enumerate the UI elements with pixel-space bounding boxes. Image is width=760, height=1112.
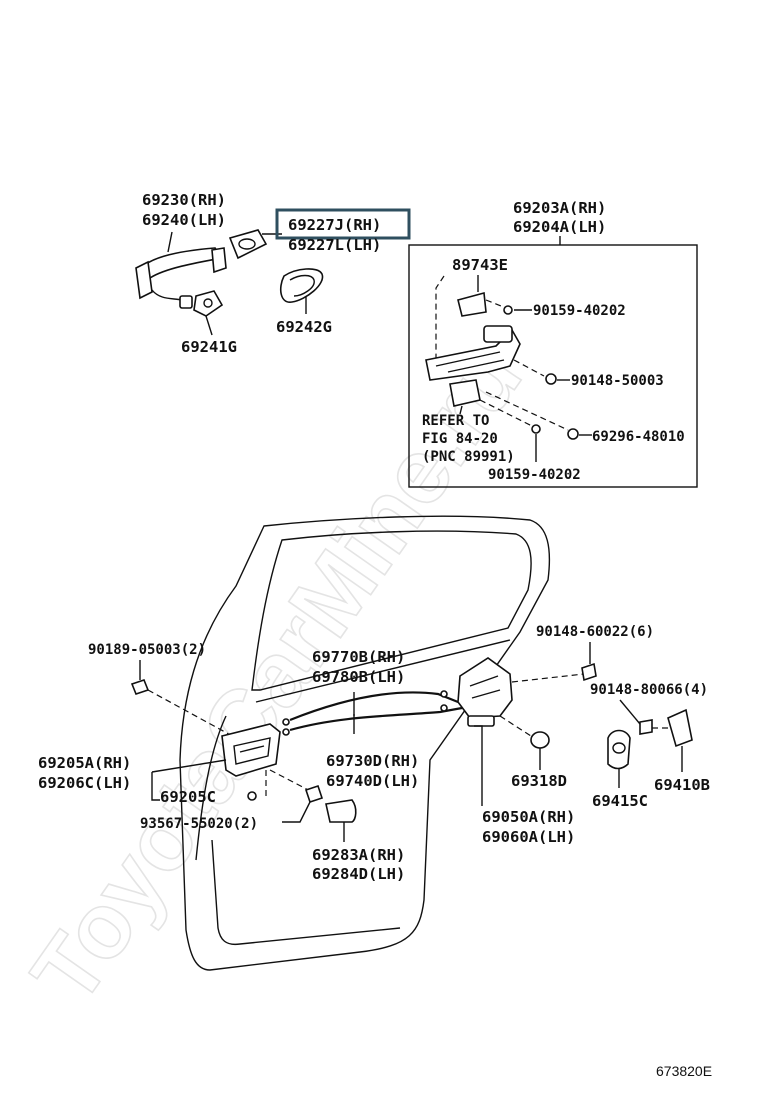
label-cap-318d: 69318D xyxy=(511,772,567,790)
cap-69318d[interactable] xyxy=(530,731,550,749)
label-inner-rh: 69205A(RH) xyxy=(38,754,131,772)
label-cable2-lh: 69740D(LH) xyxy=(326,772,419,790)
label-pad-rh: 69227J(RH) xyxy=(288,216,381,234)
label-cable-rh: 69770B(RH) xyxy=(312,648,405,666)
label-pad-lh: 69227L(LH) xyxy=(288,236,381,254)
label-bezel-205c: 69205C xyxy=(160,788,216,806)
lock-detail: 89743E 90159-40202 90148-50003 REFER TO … xyxy=(422,256,685,483)
label-cover-rh: 69283A(RH) xyxy=(312,846,405,864)
label-handle-rh: 69230(RH) xyxy=(142,191,226,209)
label-lock-assy-rh: 69050A(RH) xyxy=(482,808,575,826)
striker-plate-69415c[interactable] xyxy=(607,729,631,770)
door-lock-assy[interactable] xyxy=(457,657,513,719)
label-refer-1: REFER TO xyxy=(422,413,489,429)
label-refer-2: FIG 84-20 xyxy=(422,431,498,447)
label-clip-55020: 93567-55020(2) xyxy=(140,816,258,832)
inside-cover-69283[interactable] xyxy=(325,799,357,823)
label-cable-lh: 69780B(LH) xyxy=(312,668,405,686)
label-cover-69241g: 69241G xyxy=(181,338,237,356)
label-cover-lh: 69284D(LH) xyxy=(312,865,405,883)
screw-90148-60022[interactable] xyxy=(581,662,597,682)
label-screw-48010: 69296-48010 xyxy=(592,429,685,445)
label-pad-69242g: 69242G xyxy=(276,318,332,336)
lock-link-assy[interactable] xyxy=(425,328,521,381)
label-screw-80066: 90148-80066(4) xyxy=(590,682,708,698)
rear-door-outline xyxy=(179,515,551,971)
label-refer-3: (PNC 89991) xyxy=(422,449,515,465)
label-lock-assy-lh: 69060A(LH) xyxy=(482,828,575,846)
label-bolt-50003: 90148-50003 xyxy=(571,373,664,389)
label-lock-lh: 69204A(LH) xyxy=(513,218,606,236)
cable-69730[interactable] xyxy=(289,706,463,732)
label-bracket-410b: 69410B xyxy=(654,776,710,794)
handle-pad-69227[interactable] xyxy=(228,229,268,260)
handle-pad-69242g[interactable] xyxy=(279,268,324,303)
label-lock-rh: 69203A(RH) xyxy=(513,199,606,217)
highlight-box[interactable] xyxy=(275,208,411,240)
handle-cover-69241g[interactable] xyxy=(193,290,224,317)
cable-69770[interactable] xyxy=(289,691,459,722)
clip-89743e[interactable] xyxy=(457,291,487,317)
label-inner-lh: 69206C(LH) xyxy=(38,774,131,792)
lock-detail-box xyxy=(408,244,698,488)
figure-code: 673820E xyxy=(656,1063,712,1079)
label-screw-top: 90159-40202 xyxy=(533,303,626,319)
striker-bracket-69410b[interactable] xyxy=(667,708,693,748)
outside-handle-group xyxy=(135,229,324,336)
label-cable2-rh: 69730D(RH) xyxy=(326,752,419,770)
outside-handle[interactable] xyxy=(138,247,224,279)
label-screw-05003: 90189-05003(2) xyxy=(88,642,206,658)
clip-93567[interactable] xyxy=(304,784,324,804)
label-screw-bottom: 90159-40202 xyxy=(488,467,581,483)
label-handle-lh: 69240(LH) xyxy=(142,211,226,229)
label-screw-60022: 90148-60022(6) xyxy=(536,624,654,640)
label-clip-89743e: 89743E xyxy=(452,256,508,274)
screw-90148-80066[interactable] xyxy=(639,719,653,735)
screw-90189[interactable] xyxy=(130,679,150,695)
label-plate-415c: 69415C xyxy=(592,792,648,810)
